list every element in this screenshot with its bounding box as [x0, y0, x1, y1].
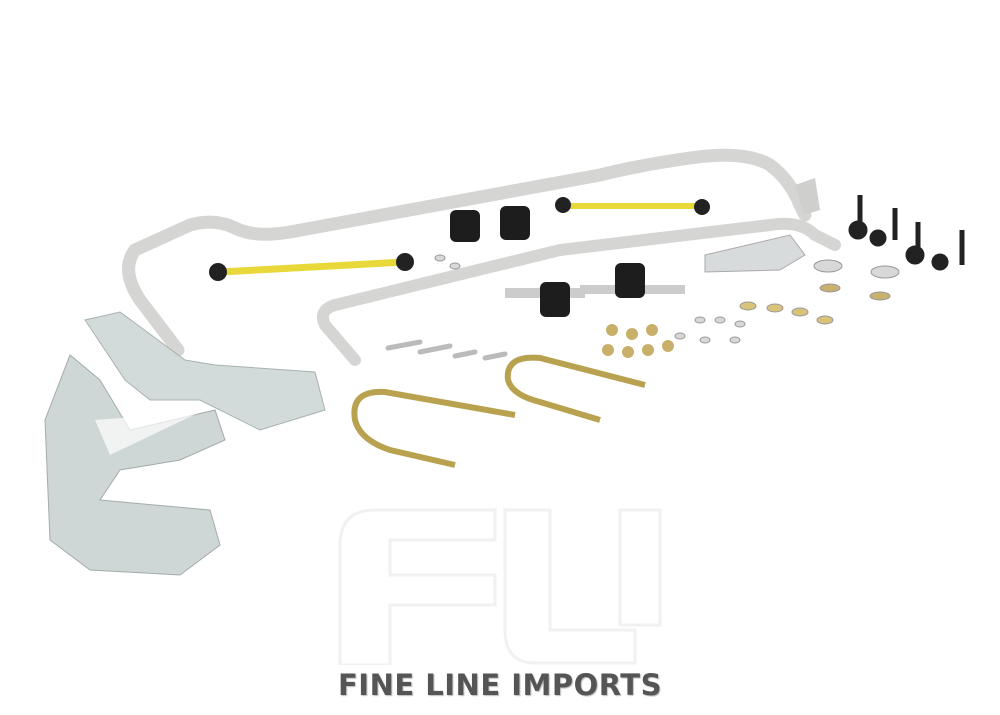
hardware-nuts — [602, 324, 674, 358]
u-bolt-right — [504, 354, 646, 423]
rear-sway-bar — [317, 217, 841, 366]
front-bushings — [450, 206, 530, 242]
hardware-bolts — [385, 339, 508, 361]
rear-link-rod — [555, 197, 710, 215]
small-bracket — [704, 234, 806, 273]
rear-bushings — [505, 263, 685, 317]
front-link-rod — [209, 253, 414, 281]
upper-mount-bracket — [84, 311, 326, 431]
u-bolt-left — [351, 388, 516, 468]
brand-watermark-text: FINE LINE IMPORTS — [338, 668, 662, 702]
front-bar-end — [795, 178, 820, 215]
lower-mount-bracket — [44, 354, 226, 576]
bracket-cutout — [95, 412, 200, 455]
hardware-washers — [434, 254, 900, 344]
front-sway-bar — [122, 148, 812, 357]
fli-monogram-watermark — [338, 508, 662, 665]
end-links — [848, 195, 965, 271]
